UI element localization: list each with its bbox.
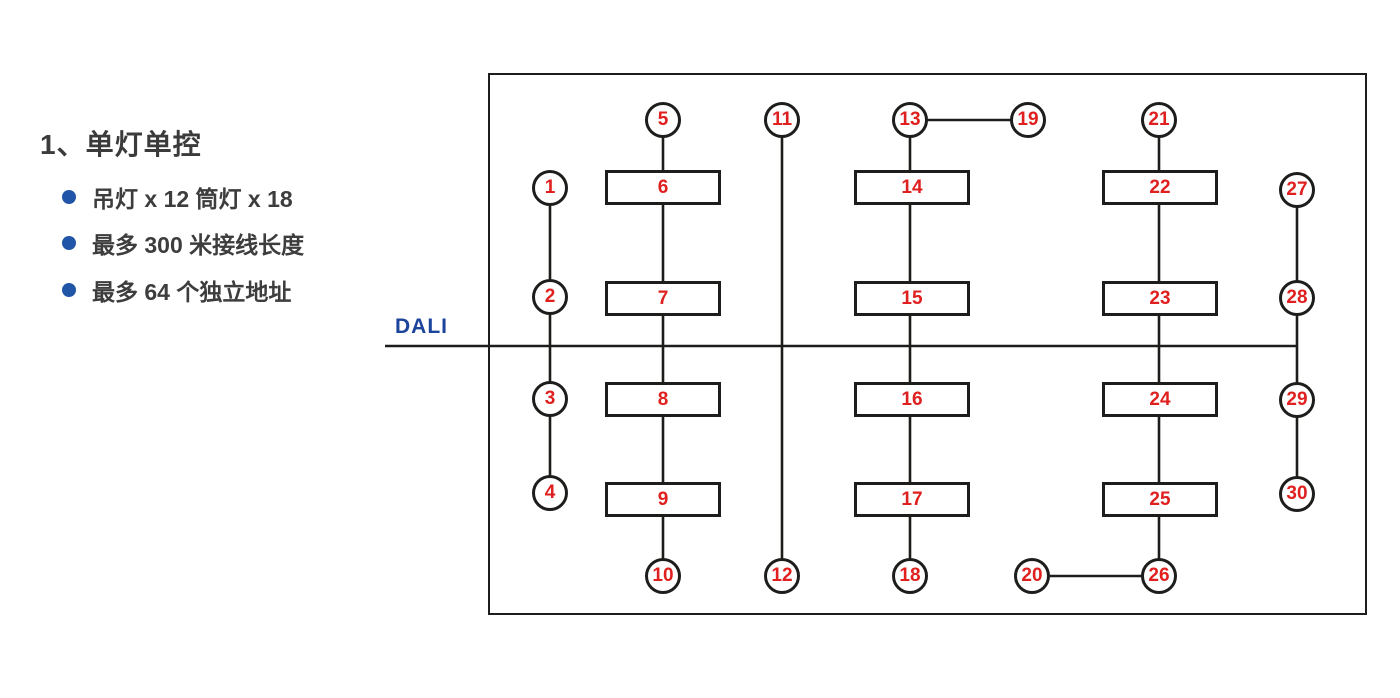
lamp-rect-7: 7 — [605, 281, 721, 316]
bullet-dot-icon — [62, 190, 76, 204]
bullet-dot-icon — [62, 283, 76, 297]
bullet-max-wire-length: 最多 300 米接线长度 — [62, 229, 305, 258]
lamp-rect-6: 6 — [605, 170, 721, 205]
lamp-rect-14: 14 — [854, 170, 970, 205]
lamp-circle-21: 21 — [1141, 102, 1177, 138]
lamp-circle-29: 29 — [1279, 382, 1315, 418]
lamp-circle-30: 30 — [1279, 476, 1315, 512]
lamp-circle-3: 3 — [532, 381, 568, 417]
lamp-circle-13: 13 — [892, 102, 928, 138]
bullet-lamp-counts: 吊灯 x 12 筒灯 x 18 — [62, 183, 293, 212]
lamp-rect-25: 25 — [1102, 482, 1218, 517]
lamp-rect-17: 17 — [854, 482, 970, 517]
lamp-circle-27: 27 — [1279, 172, 1315, 208]
bullet-label: 最多 300 米接线长度 — [92, 232, 305, 258]
bullet-label: 吊灯 x 12 筒灯 x 18 — [92, 186, 293, 212]
lamp-circle-2: 2 — [532, 279, 568, 315]
lamp-rect-16: 16 — [854, 382, 970, 417]
bullet-dot-icon — [62, 236, 76, 250]
lamp-rect-24: 24 — [1102, 382, 1218, 417]
bullet-max-addresses: 最多 64 个独立地址 — [62, 276, 292, 305]
lamp-circle-5: 5 — [645, 102, 681, 138]
lamp-rect-23: 23 — [1102, 281, 1218, 316]
lamp-circle-12: 12 — [764, 558, 800, 594]
lamp-circle-10: 10 — [645, 558, 681, 594]
section-title: 1、单灯单控 — [40, 129, 202, 160]
lamp-circle-11: 11 — [764, 102, 800, 138]
lamp-circle-1: 1 — [532, 170, 568, 206]
lamp-rect-15: 15 — [854, 281, 970, 316]
lamp-rect-22: 22 — [1102, 170, 1218, 205]
lamp-circle-26: 26 — [1141, 558, 1177, 594]
lamp-circle-19: 19 — [1010, 102, 1046, 138]
lamp-rect-9: 9 — [605, 482, 721, 517]
lamp-circle-20: 20 — [1014, 558, 1050, 594]
bullet-label: 最多 64 个独立地址 — [92, 279, 292, 305]
system-boundary-box — [488, 73, 1367, 615]
lamp-circle-4: 4 — [532, 475, 568, 511]
lamp-circle-18: 18 — [892, 558, 928, 594]
lamp-circle-28: 28 — [1279, 280, 1315, 316]
dali-bus-label: DALI — [395, 315, 448, 338]
lamp-rect-8: 8 — [605, 382, 721, 417]
